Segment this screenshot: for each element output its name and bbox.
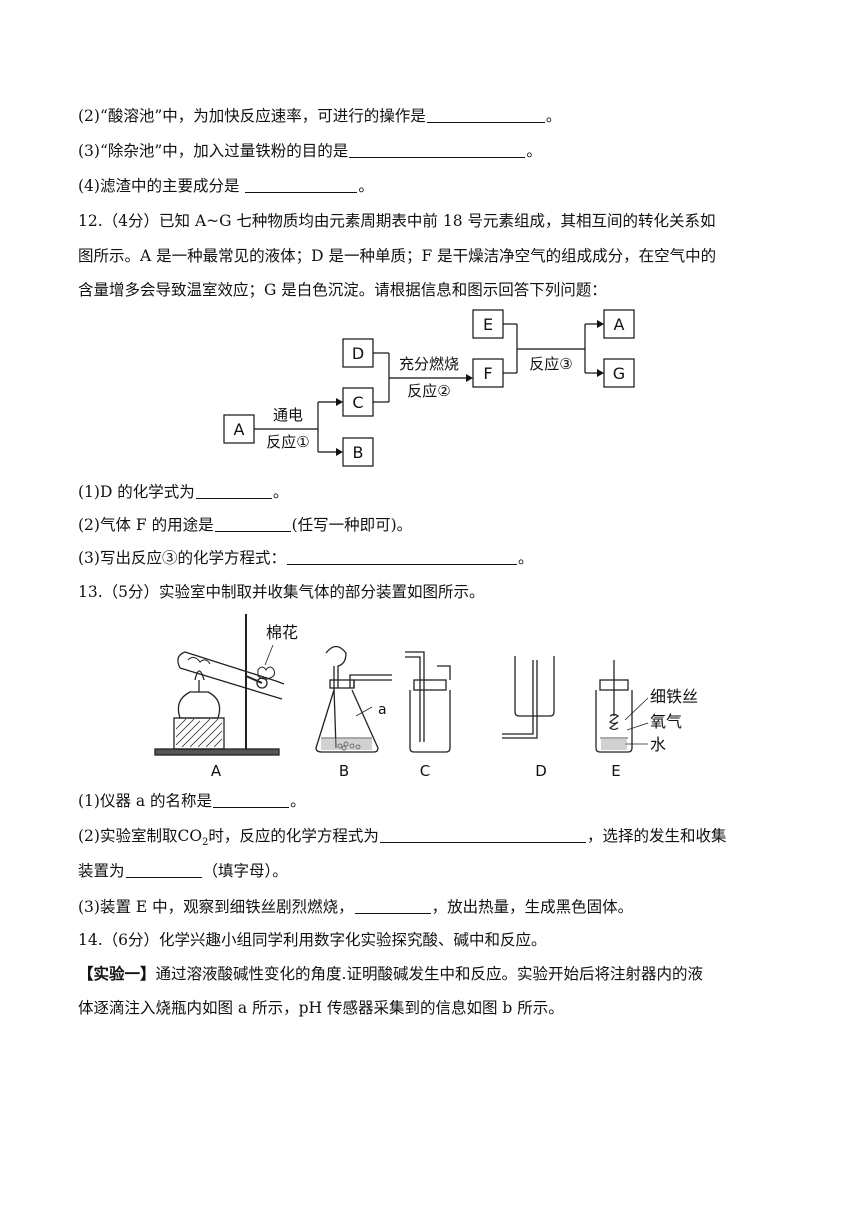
label-water: 水: [650, 735, 666, 754]
answer-blank[interactable]: [245, 177, 358, 193]
apparatus-label-e: E: [611, 762, 620, 780]
q12-part1: (1)D 的化学式为。: [78, 483, 289, 501]
label-iron-wire: 细铁丝: [650, 687, 698, 706]
answer-blank[interactable]: [125, 862, 202, 878]
q13-part3: (3)装置 E 中，观察到细铁丝剧烈燃烧，，放出热量，生成黑色固体。: [78, 898, 634, 916]
box-label-c: C: [352, 393, 363, 412]
reaction1-condition: 通电: [273, 406, 303, 424]
answer-blank[interactable]: [379, 827, 586, 843]
box-label-g: G: [613, 364, 625, 383]
reaction2-label: 反应②: [407, 382, 450, 400]
apparatus-a: [154, 614, 285, 756]
q12-part2: (2)气体 F 的用途是(任写一种即可)。: [78, 516, 413, 534]
apparatus-b: [315, 645, 392, 753]
q12-stem-line1: 12.（4分）已知 A~G 七种物质均由元素周期表中前 18 号元素组成，其相互…: [78, 212, 716, 230]
answer-blank[interactable]: [349, 142, 526, 158]
label-cotton: 棉花: [266, 623, 298, 642]
q13-part2-cont: 装置为（填字母）。: [78, 862, 288, 880]
apparatus-label-d: D: [535, 762, 547, 780]
label-instrument-a: a: [378, 702, 387, 718]
apparatus-c: [405, 651, 451, 753]
reaction3-label: 反应③: [529, 355, 572, 373]
exp1-tag: 【实验一】: [78, 964, 156, 983]
conversion-diagram: A B C D E F A G 通电 反应① 充分燃烧 反应② 反应③: [223, 309, 635, 467]
box-label-a2: A: [614, 315, 625, 334]
q14-stem: 14.（6分）化学兴趣小组同学利用数字化实验探究酸、碱中和反应。: [78, 931, 547, 949]
apparatus-label-b: B: [339, 762, 349, 780]
box-label-a: A: [234, 420, 245, 439]
co2-formula: CO2: [177, 827, 209, 849]
q11-part2: (2)“酸溶池”中，为加快反应速率，可进行的操作是。: [78, 107, 562, 125]
apparatus-label-c: C: [420, 762, 430, 780]
box-label-d: D: [352, 344, 364, 363]
q12-stem-line2: 图所示。A 是一种最常见的液体；D 是一种单质；F 是干燥洁净空气的组成成分，在…: [78, 247, 717, 265]
apparatus-figure: 棉花 a 细铁丝 氧气 水 A B C D E: [154, 614, 698, 780]
q13-part2: (2)实验室制取CO2时，反应的化学方程式为，选择的发生和收集: [78, 827, 727, 849]
box-label-f: F: [483, 364, 492, 383]
box-label-e: E: [483, 315, 493, 334]
q14-exp1-line1: 【实验一】通过溶液酸碱性变化的角度.证明酸碱发生中和反应。实验开始后将注射器内的…: [78, 964, 703, 983]
q11-part3: (3)“除杂池”中，加入过量铁粉的目的是。: [78, 142, 542, 160]
q12-stem-line3: 含量增多会导致温室效应；G 是白色沉淀。请根据信息和图示回答下列问题：: [78, 281, 607, 299]
answer-blank[interactable]: [214, 516, 291, 532]
answer-blank[interactable]: [426, 107, 545, 123]
reaction1-label: 反应①: [266, 433, 309, 451]
reaction2-condition: 充分燃烧: [399, 355, 459, 373]
apparatus-e: [595, 660, 649, 753]
q14-exp1-line2: 体逐滴注入烧瓶内如图 a 所示，pH 传感器采集到的信息如图 b 所示。: [78, 999, 564, 1017]
q13-stem: 13.（5分）实验室中制取并收集气体的部分装置如图所示。: [78, 583, 485, 601]
answer-blank[interactable]: [286, 549, 517, 565]
label-oxygen: 氧气: [650, 712, 682, 731]
apparatus-d: [502, 656, 555, 739]
apparatus-label-a: A: [211, 762, 222, 780]
box-label-b: B: [353, 443, 364, 462]
q13-part1: (1)仪器 a 的名称是。: [78, 792, 306, 810]
q12-part3: (3)写出反应③的化学方程式：。: [78, 549, 534, 567]
q11-part4: (4)滤渣中的主要成分是 。: [78, 177, 374, 195]
answer-blank[interactable]: [195, 483, 272, 499]
answer-blank[interactable]: [213, 792, 290, 808]
answer-blank[interactable]: [354, 898, 431, 914]
